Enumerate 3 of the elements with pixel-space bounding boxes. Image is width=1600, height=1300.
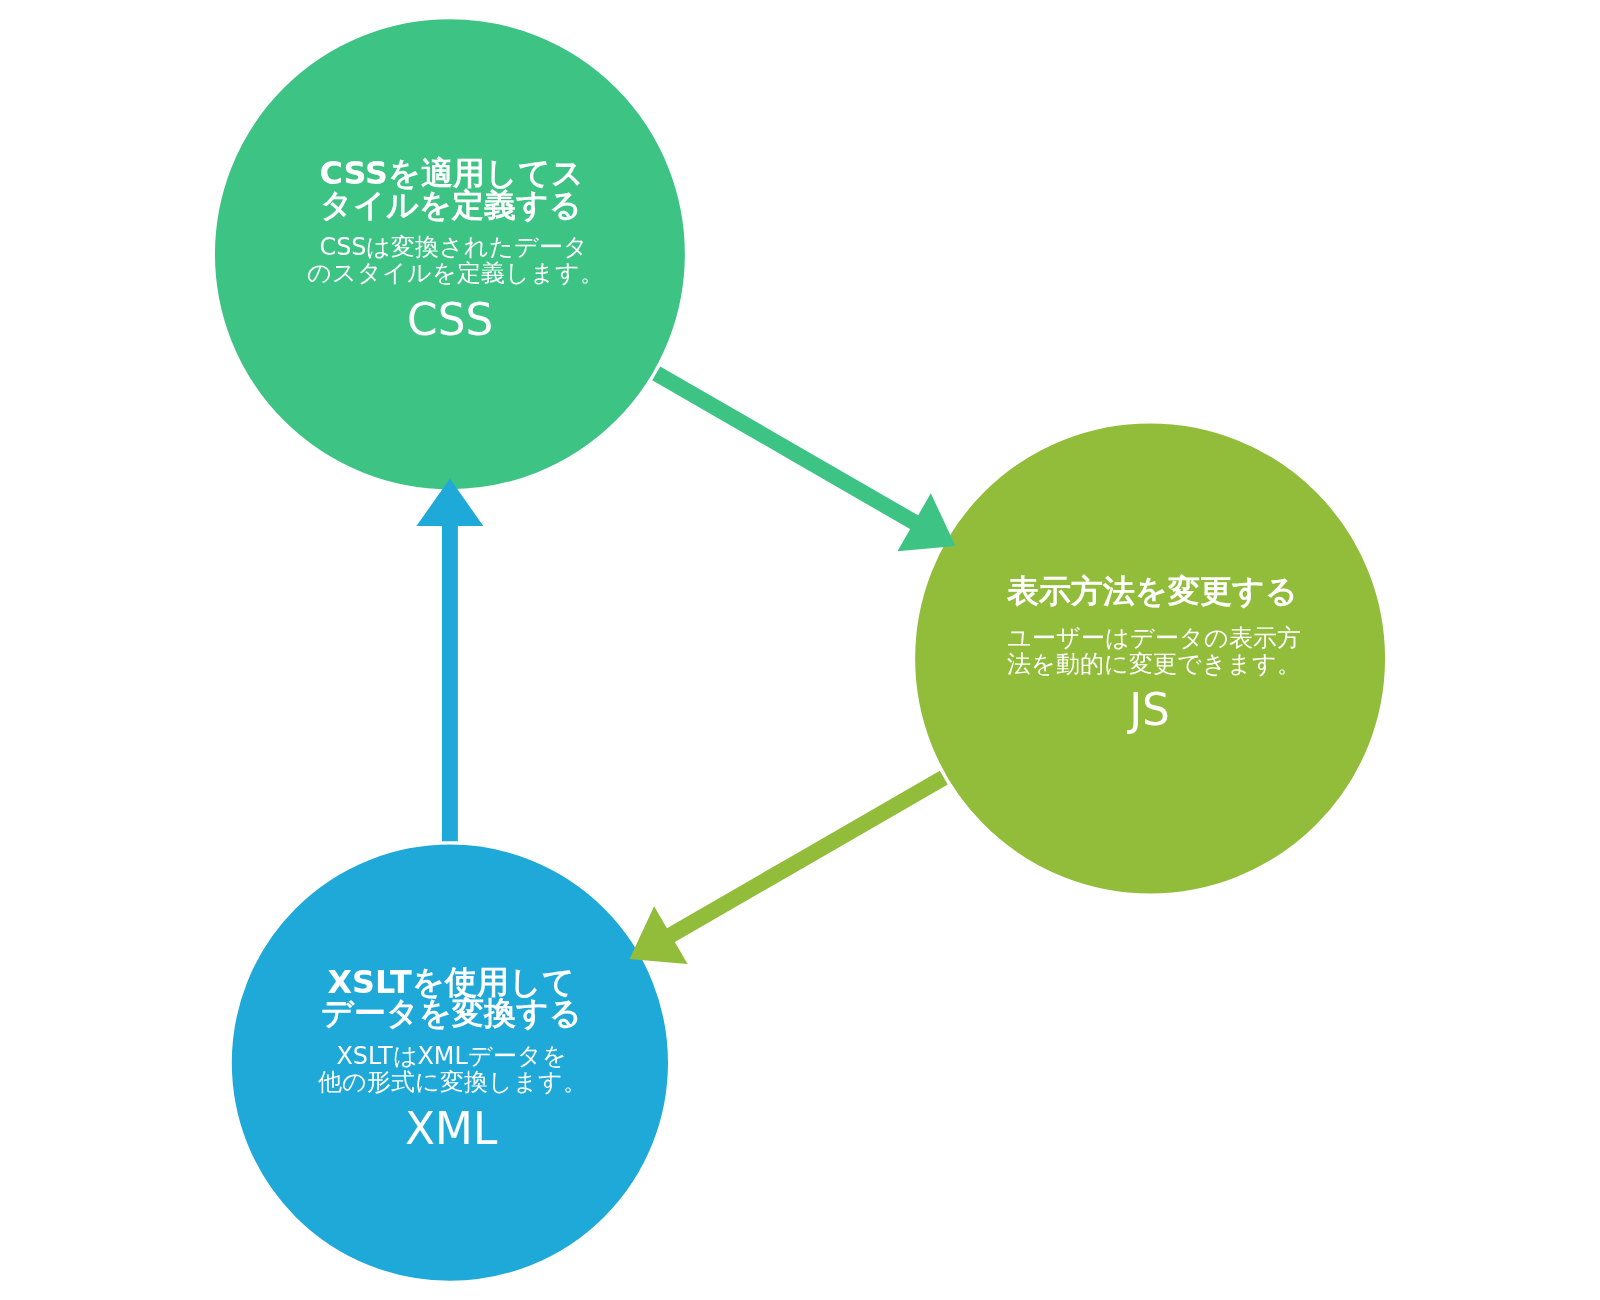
arrow [416,478,484,842]
arrow [629,770,948,965]
arrow [652,366,956,552]
